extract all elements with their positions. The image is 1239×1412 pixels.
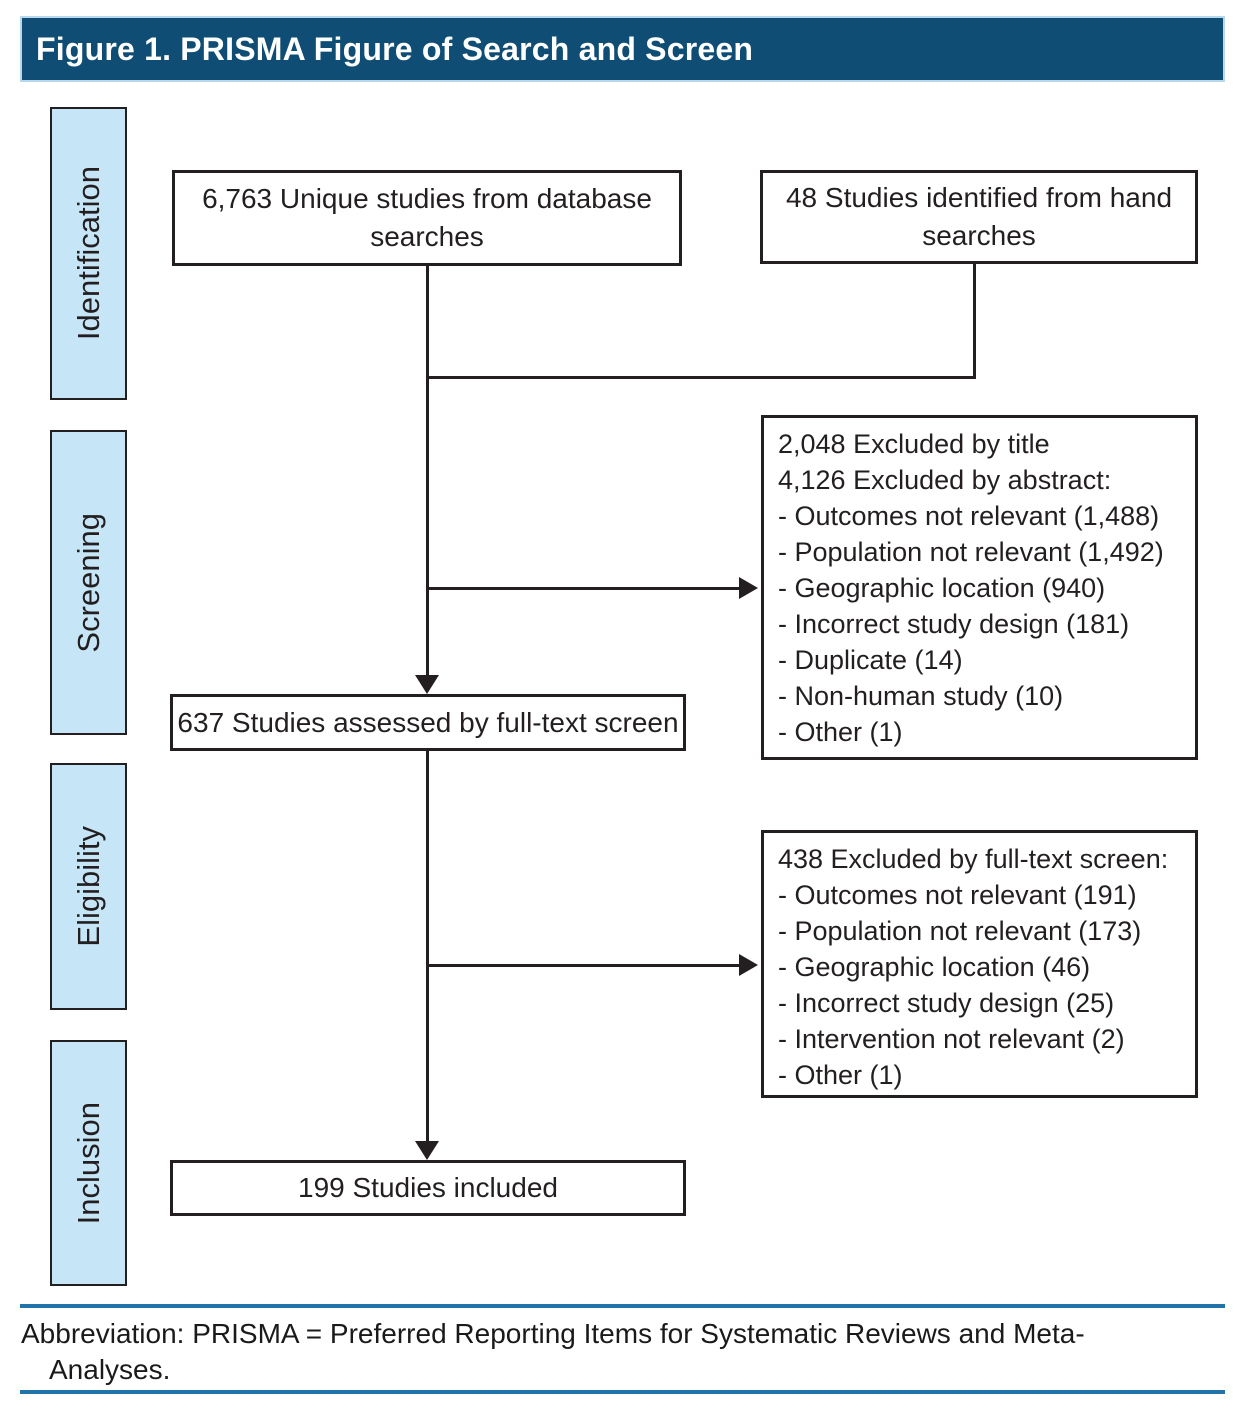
- connector-assessed-down: [426, 751, 429, 1143]
- exclusion-line: 438 Excluded by full-text screen:: [778, 844, 1169, 874]
- box-assessed-fulltext-text: 637 Studies assessed by full-text screen: [177, 706, 679, 738]
- exclusion-line: - Other (1): [778, 1060, 903, 1090]
- arrowhead-to-excluded-screen-icon: [739, 577, 758, 599]
- exclusion-line: - Incorrect study design (25): [778, 988, 1115, 1018]
- connector-merge-horizontal: [426, 376, 976, 379]
- footer-abbreviation-line1: Abbreviation: PRISMA = Preferred Reporti…: [21, 1318, 1085, 1349]
- footer-rule-top: [20, 1304, 1225, 1308]
- footer-abbreviation-line2: Analyses.: [49, 1354, 171, 1385]
- exclusion-line: - Intervention not relevant (2): [778, 1024, 1125, 1054]
- exclusion-line: 4,126 Excluded by abstract:: [778, 465, 1112, 495]
- exclusion-line: - Population not relevant (1,492): [778, 537, 1164, 567]
- box-hand-search-studies: 48 Studies identified from hand searches: [760, 170, 1198, 264]
- figure-title: Figure 1. PRISMA Figure of Search and Sc…: [36, 30, 754, 67]
- box-excluded-by-screen: 2,048 Excluded by title 4,126 Excluded b…: [761, 415, 1198, 760]
- stage-label-screening: Screening: [50, 430, 127, 735]
- box-database-studies-text: 6,763 Unique studies from database searc…: [202, 183, 652, 252]
- exclusion-line: - Non-human study (10): [778, 681, 1064, 711]
- connector-to-excluded-screen: [427, 587, 739, 590]
- arrowhead-to-assessed-icon: [415, 675, 439, 694]
- exclusion-line: - Outcomes not relevant (1,488): [778, 501, 1160, 531]
- box-hand-search-studies-text: 48 Studies identified from hand searches: [785, 182, 1173, 251]
- arrowhead-to-included-icon: [415, 1141, 439, 1160]
- exclusion-line: 2,048 Excluded by title: [778, 429, 1050, 459]
- box-studies-included-text: 199 Studies included: [298, 1172, 558, 1203]
- figure-title-bar: Figure 1. PRISMA Figure of Search and Sc…: [20, 16, 1225, 82]
- stage-label-eligibility: Eligibility: [50, 763, 127, 1010]
- box-excluded-by-fulltext: 438 Excluded by full-text screen: - Outc…: [761, 830, 1198, 1098]
- box-studies-included: 199 Studies included: [170, 1160, 686, 1216]
- connector-to-excluded-fulltext: [427, 964, 739, 967]
- arrowhead-to-excluded-fulltext-icon: [739, 954, 758, 976]
- stage-label-text: Inclusion: [70, 1101, 106, 1225]
- exclusion-line: - Outcomes not relevant (191): [778, 880, 1137, 910]
- exclusion-line: - Incorrect study design (181): [778, 609, 1130, 639]
- stage-label-inclusion: Inclusion: [50, 1040, 127, 1286]
- connector-database-down: [426, 266, 429, 676]
- exclusion-line: - Other (1): [778, 717, 903, 747]
- stage-label-text: Identification: [70, 166, 106, 341]
- box-database-studies: 6,763 Unique studies from database searc…: [172, 170, 682, 266]
- connector-hand-down: [973, 264, 976, 379]
- stage-label-text: Screening: [70, 512, 106, 653]
- footer-rule-bottom: [20, 1390, 1225, 1394]
- box-assessed-fulltext: 637 Studies assessed by full-text screen: [170, 694, 686, 751]
- exclusion-line: - Geographic location (46): [778, 952, 1091, 982]
- stage-label-text: Eligibility: [70, 826, 106, 947]
- exclusion-line: - Geographic location (940): [778, 573, 1106, 603]
- exclusion-line: - Duplicate (14): [778, 645, 963, 675]
- stage-label-identification: Identification: [50, 107, 127, 400]
- exclusion-line: - Population not relevant (173): [778, 916, 1142, 946]
